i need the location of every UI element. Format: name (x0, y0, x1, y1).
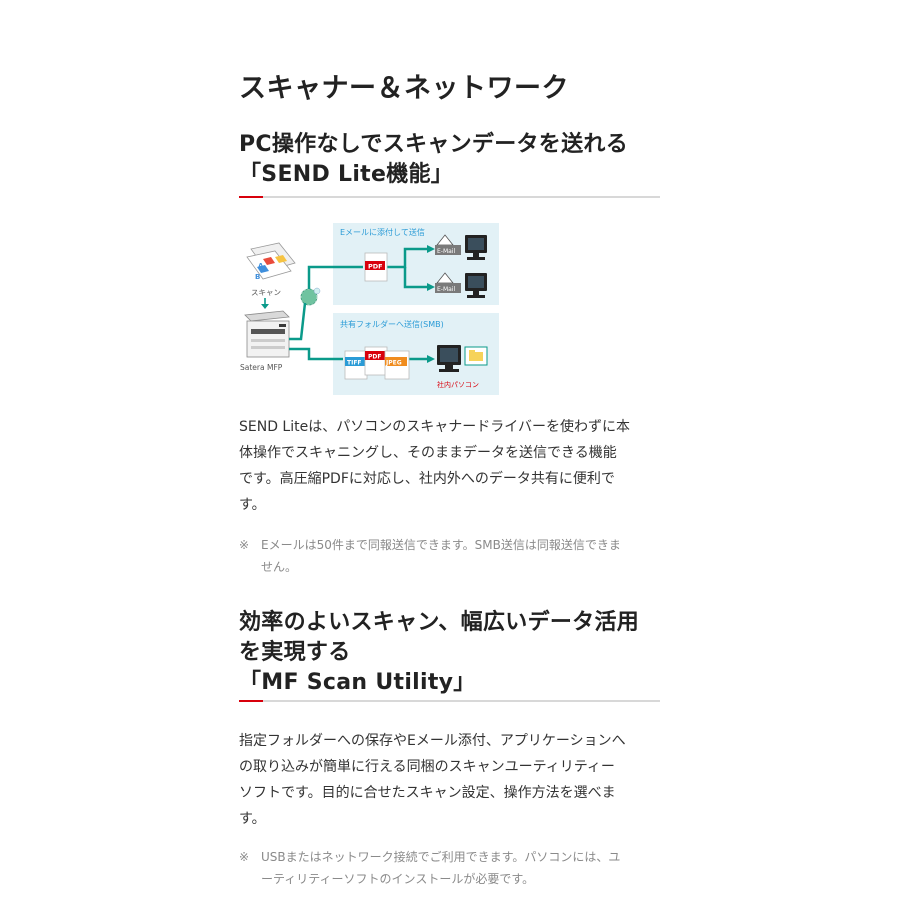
heading-underline-accent (239, 700, 263, 702)
description-line: です。高圧縮PDFに対応し、社内外へのデータ共有に便利で (239, 471, 615, 487)
note-line: せん。 (261, 560, 298, 574)
heading-underline-accent (239, 196, 263, 198)
description-line: の取り込みが簡単に行える同梱のスキャンユーティリティー (239, 759, 615, 775)
scanned-documents-icon: A B (246, 242, 296, 281)
heading-line: 「MF Scan Utility」 (239, 670, 476, 695)
note-line: Eメールは50件まで同報送信できます。SMB送信は同報送信できま (261, 538, 621, 552)
file-type-label: PDF (368, 354, 381, 361)
arrow-head-icon (427, 283, 435, 291)
note-mark: ※ (239, 538, 250, 552)
pdf-file-icon: PDF (364, 252, 388, 282)
feature-send-lite-note: ※ Eメールは50件まで同報送信できます。SMB送信は同報送信できま せん。 (239, 534, 660, 578)
heading-underline (239, 196, 660, 198)
jpeg-file-icon: JPEG (384, 350, 410, 380)
note-line: ーティリティーソフトのインストールが必要です。 (261, 872, 535, 886)
note-mark: ※ (239, 850, 250, 864)
mfp-device-icon (244, 310, 290, 358)
section-title: スキャナー＆ネットワーク (239, 73, 569, 104)
network-globe-icon (300, 287, 321, 306)
heading-line: PC操作なしでスキャンデータを送れる (239, 132, 629, 157)
feature-mf-scan-utility-description: 指定フォルダーへの保存やEメール添付、アプリケーションへ の取り込みが簡単に行え… (239, 728, 660, 832)
smb-box-title: 共有フォルダーへ送信(SMB) (340, 319, 444, 329)
description-line: SEND Liteは、パソコンのスキャナードライバーを使わずに本 (239, 419, 630, 435)
note-line: USBまたはネットワーク接続でご利用できます。パソコンには、ユ (261, 850, 621, 864)
email-badge-label: E-Mail (437, 248, 455, 255)
feature-mf-scan-utility-note: ※ USBまたはネットワーク接続でご利用できます。パソコンには、ユ ーティリティ… (239, 846, 660, 890)
description-line: ソフトです。目的に合せたスキャン設定、操作方法を選べま (239, 785, 616, 801)
computer-icon (465, 235, 487, 260)
email-badge-label: E-Mail (437, 286, 455, 293)
file-type-label: TIFF (347, 360, 362, 367)
feature-send-lite-heading: PC操作なしでスキャンデータを送れる 「SEND Lite機能」 (239, 130, 660, 190)
scan-label: スキャン (251, 288, 281, 297)
email-envelope-icon: E-Mail (435, 234, 461, 255)
email-box-title: Eメールに添付して送信 (340, 227, 425, 237)
doc-letter: A (258, 262, 264, 270)
heading-underline (239, 700, 660, 702)
pdf-file-icon: PDF (364, 346, 388, 376)
email-envelope-icon: E-Mail (435, 272, 461, 293)
computer-icon (437, 345, 461, 372)
description-line: 体操作でスキャニングし、そのままデータを送信できる機能 (239, 445, 617, 461)
send-lite-diagram: Eメールに添付して送信 共有フォルダーへ送信(SMB) A B スキャン (240, 223, 499, 395)
arrow-head-icon (427, 355, 435, 363)
description-line: す。 (239, 811, 266, 827)
heading-line: 効率のよいスキャン、幅広いデータ活用 (239, 610, 640, 635)
computer-icon (465, 273, 487, 298)
doc-letter: B (255, 273, 260, 281)
connection-lines (289, 247, 429, 361)
tiff-file-icon: TIFF (344, 350, 368, 380)
heading-line: 「SEND Lite機能」 (239, 162, 454, 187)
feature-mf-scan-utility-heading: 効率のよいスキャン、幅広いデータ活用 を実現する 「MF Scan Utilit… (239, 608, 660, 698)
shared-folder-icon (464, 346, 488, 366)
scan-arrow-icon (261, 298, 269, 309)
feature-send-lite-description: SEND Liteは、パソコンのスキャナードライバーを使わずに本 体操作でスキャ… (239, 414, 660, 518)
description-line: す。 (239, 497, 266, 513)
heading-line: を実現する (239, 640, 351, 665)
pc-label: 社内パソコン (437, 380, 479, 389)
description-line: 指定フォルダーへの保存やEメール添付、アプリケーションへ (239, 733, 626, 749)
file-type-label: JPEG (385, 360, 402, 367)
device-label: Satera MFP (240, 363, 283, 372)
arrow-head-icon (427, 245, 435, 253)
file-type-label: PDF (368, 263, 383, 271)
